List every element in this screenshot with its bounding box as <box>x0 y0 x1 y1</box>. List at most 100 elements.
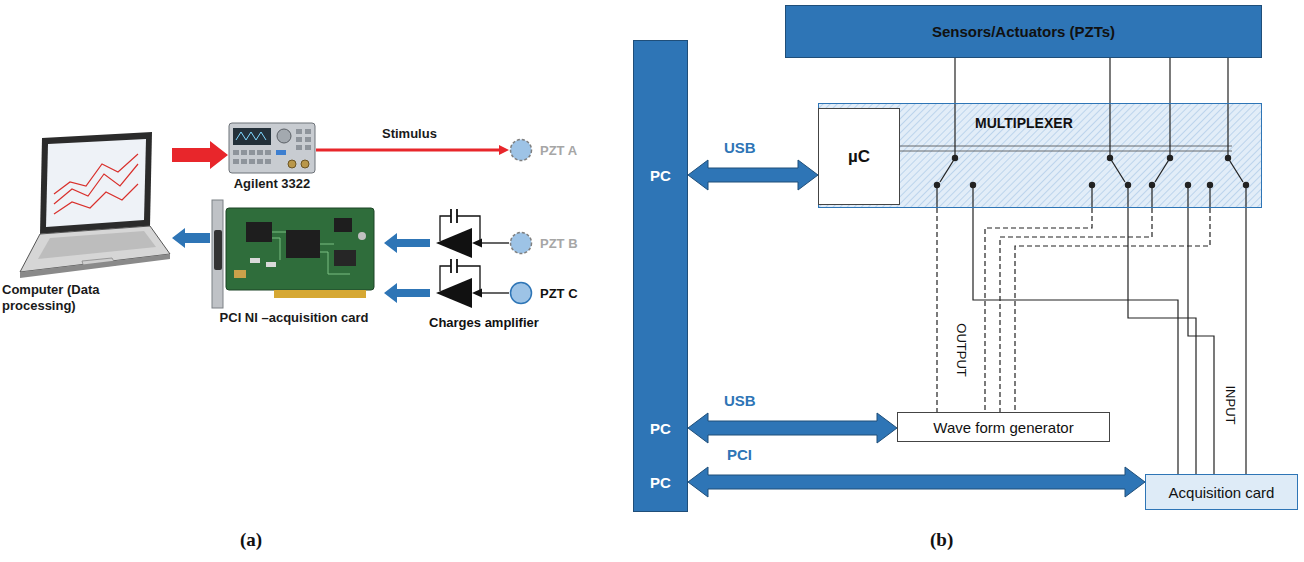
edge-label: PCI <box>725 446 754 463</box>
charge-amplifier-symbols <box>384 209 509 308</box>
input-wire <box>481 242 509 243</box>
box-label: Sensors/Actuators (PZTs) <box>932 23 1115 40</box>
pc-label: PC <box>634 420 687 437</box>
switch-wire <box>1169 103 1170 158</box>
sensor-name: PZT C <box>540 286 578 301</box>
signal-wire <box>1227 58 1228 103</box>
card-chip <box>334 218 352 232</box>
feedback-wire <box>440 216 480 243</box>
generator-button <box>233 150 239 155</box>
switch-wire <box>972 185 973 208</box>
data-arrow <box>172 228 210 248</box>
acquisition-card-device-node: PCI NI –acquisition card <box>210 200 378 326</box>
pc-bar: PCPCPC <box>633 40 688 512</box>
caption: Computer (Data processing) <box>2 282 112 314</box>
keypad-key <box>296 145 302 150</box>
edge-label: USB <box>722 392 758 409</box>
switch-wire <box>1245 185 1246 208</box>
card-chip <box>334 250 356 266</box>
switch-wire <box>1187 185 1188 208</box>
input-arrowhead <box>472 239 482 248</box>
signal-label: INPUT <box>1223 384 1238 427</box>
pzt-sensor: PZT C <box>509 281 578 305</box>
caption: PCI NI –acquisition card <box>210 310 378 326</box>
generator-button <box>233 159 239 164</box>
signal-wire <box>1188 208 1214 474</box>
control-line <box>899 146 1232 147</box>
laptop-bezel <box>40 132 152 234</box>
pzt-disc <box>509 231 533 255</box>
signal-wire <box>1245 208 1246 474</box>
input-wire <box>481 292 509 293</box>
card-gold-fingers <box>274 290 366 298</box>
caption: Agilent 3322 <box>228 176 316 192</box>
screen-plot <box>54 164 138 204</box>
generator-button <box>249 159 255 164</box>
multiplexer-fill <box>818 103 1262 208</box>
display-wave <box>236 132 266 140</box>
output-wire <box>936 208 937 412</box>
output-wire <box>1000 208 1152 412</box>
keypad-key <box>296 129 302 134</box>
stimulus-line <box>316 149 503 152</box>
generator-button <box>257 150 263 155</box>
bnc-connector <box>288 160 296 168</box>
signal-label: OUTPUT <box>954 321 969 378</box>
generator-button <box>257 159 263 164</box>
box-label: Acquisition card <box>1169 484 1275 501</box>
pzt-disc <box>509 138 533 162</box>
input-arrowhead <box>472 289 482 298</box>
signal-wire <box>1128 208 1196 474</box>
generator-button <box>265 150 271 155</box>
keypad-key <box>305 145 311 150</box>
capacitor-symbol <box>451 259 457 273</box>
box-label: µC <box>848 147 870 167</box>
switch-blade <box>1155 158 1170 182</box>
capacitor-symbol <box>451 209 457 223</box>
signal-wire <box>1169 58 1170 103</box>
pzt-circle <box>511 283 532 304</box>
panel-label: (b) <box>928 529 955 551</box>
bnc-connector <box>301 160 309 168</box>
pzt-disc <box>509 281 533 305</box>
pzt-circle <box>511 233 532 254</box>
multiplexer-box: MULTIPLEXER µC <box>818 103 1262 208</box>
generator-illustration <box>229 123 315 173</box>
switch-blade <box>1228 158 1243 182</box>
card-traces <box>272 232 350 274</box>
pc-label: PC <box>634 167 687 184</box>
card-component <box>266 262 276 267</box>
switch-wire <box>1151 185 1152 208</box>
amplifier-label: Charges amplifier <box>427 316 541 331</box>
laptop-illustration <box>20 132 170 278</box>
microcontroller-box: µC <box>818 108 900 205</box>
laptop-keyboard <box>38 231 156 259</box>
card-component <box>358 232 366 240</box>
generator-knob <box>277 129 291 143</box>
laptop-edge <box>20 254 170 278</box>
keypad-key <box>296 137 302 142</box>
pzt-sensor: PZT B <box>509 231 578 255</box>
generator-device-node: Agilent 3322 <box>228 122 316 192</box>
switch-wire <box>1209 185 1210 208</box>
laptop-screen <box>46 139 146 227</box>
sensor-name: PZT A <box>540 143 577 158</box>
edge-label: USB <box>722 139 758 156</box>
switch-symbols <box>934 103 1248 208</box>
generator-display <box>233 128 271 145</box>
switch-blade <box>1110 158 1125 182</box>
box-label: MULTIPLEXER <box>975 115 1073 131</box>
amplifier-triangle <box>436 278 472 308</box>
card-chip <box>246 222 272 242</box>
computer-node: Computer (Data processing) <box>2 132 172 314</box>
acquisition-card-box: Acquisition card <box>1145 474 1298 510</box>
pzt-sensor: PZT A <box>509 138 577 162</box>
generator-button <box>241 159 247 164</box>
card-connector <box>214 230 222 270</box>
sensor-name: PZT B <box>540 236 578 251</box>
signal-arrow <box>384 283 430 303</box>
card-bracket <box>212 200 223 308</box>
